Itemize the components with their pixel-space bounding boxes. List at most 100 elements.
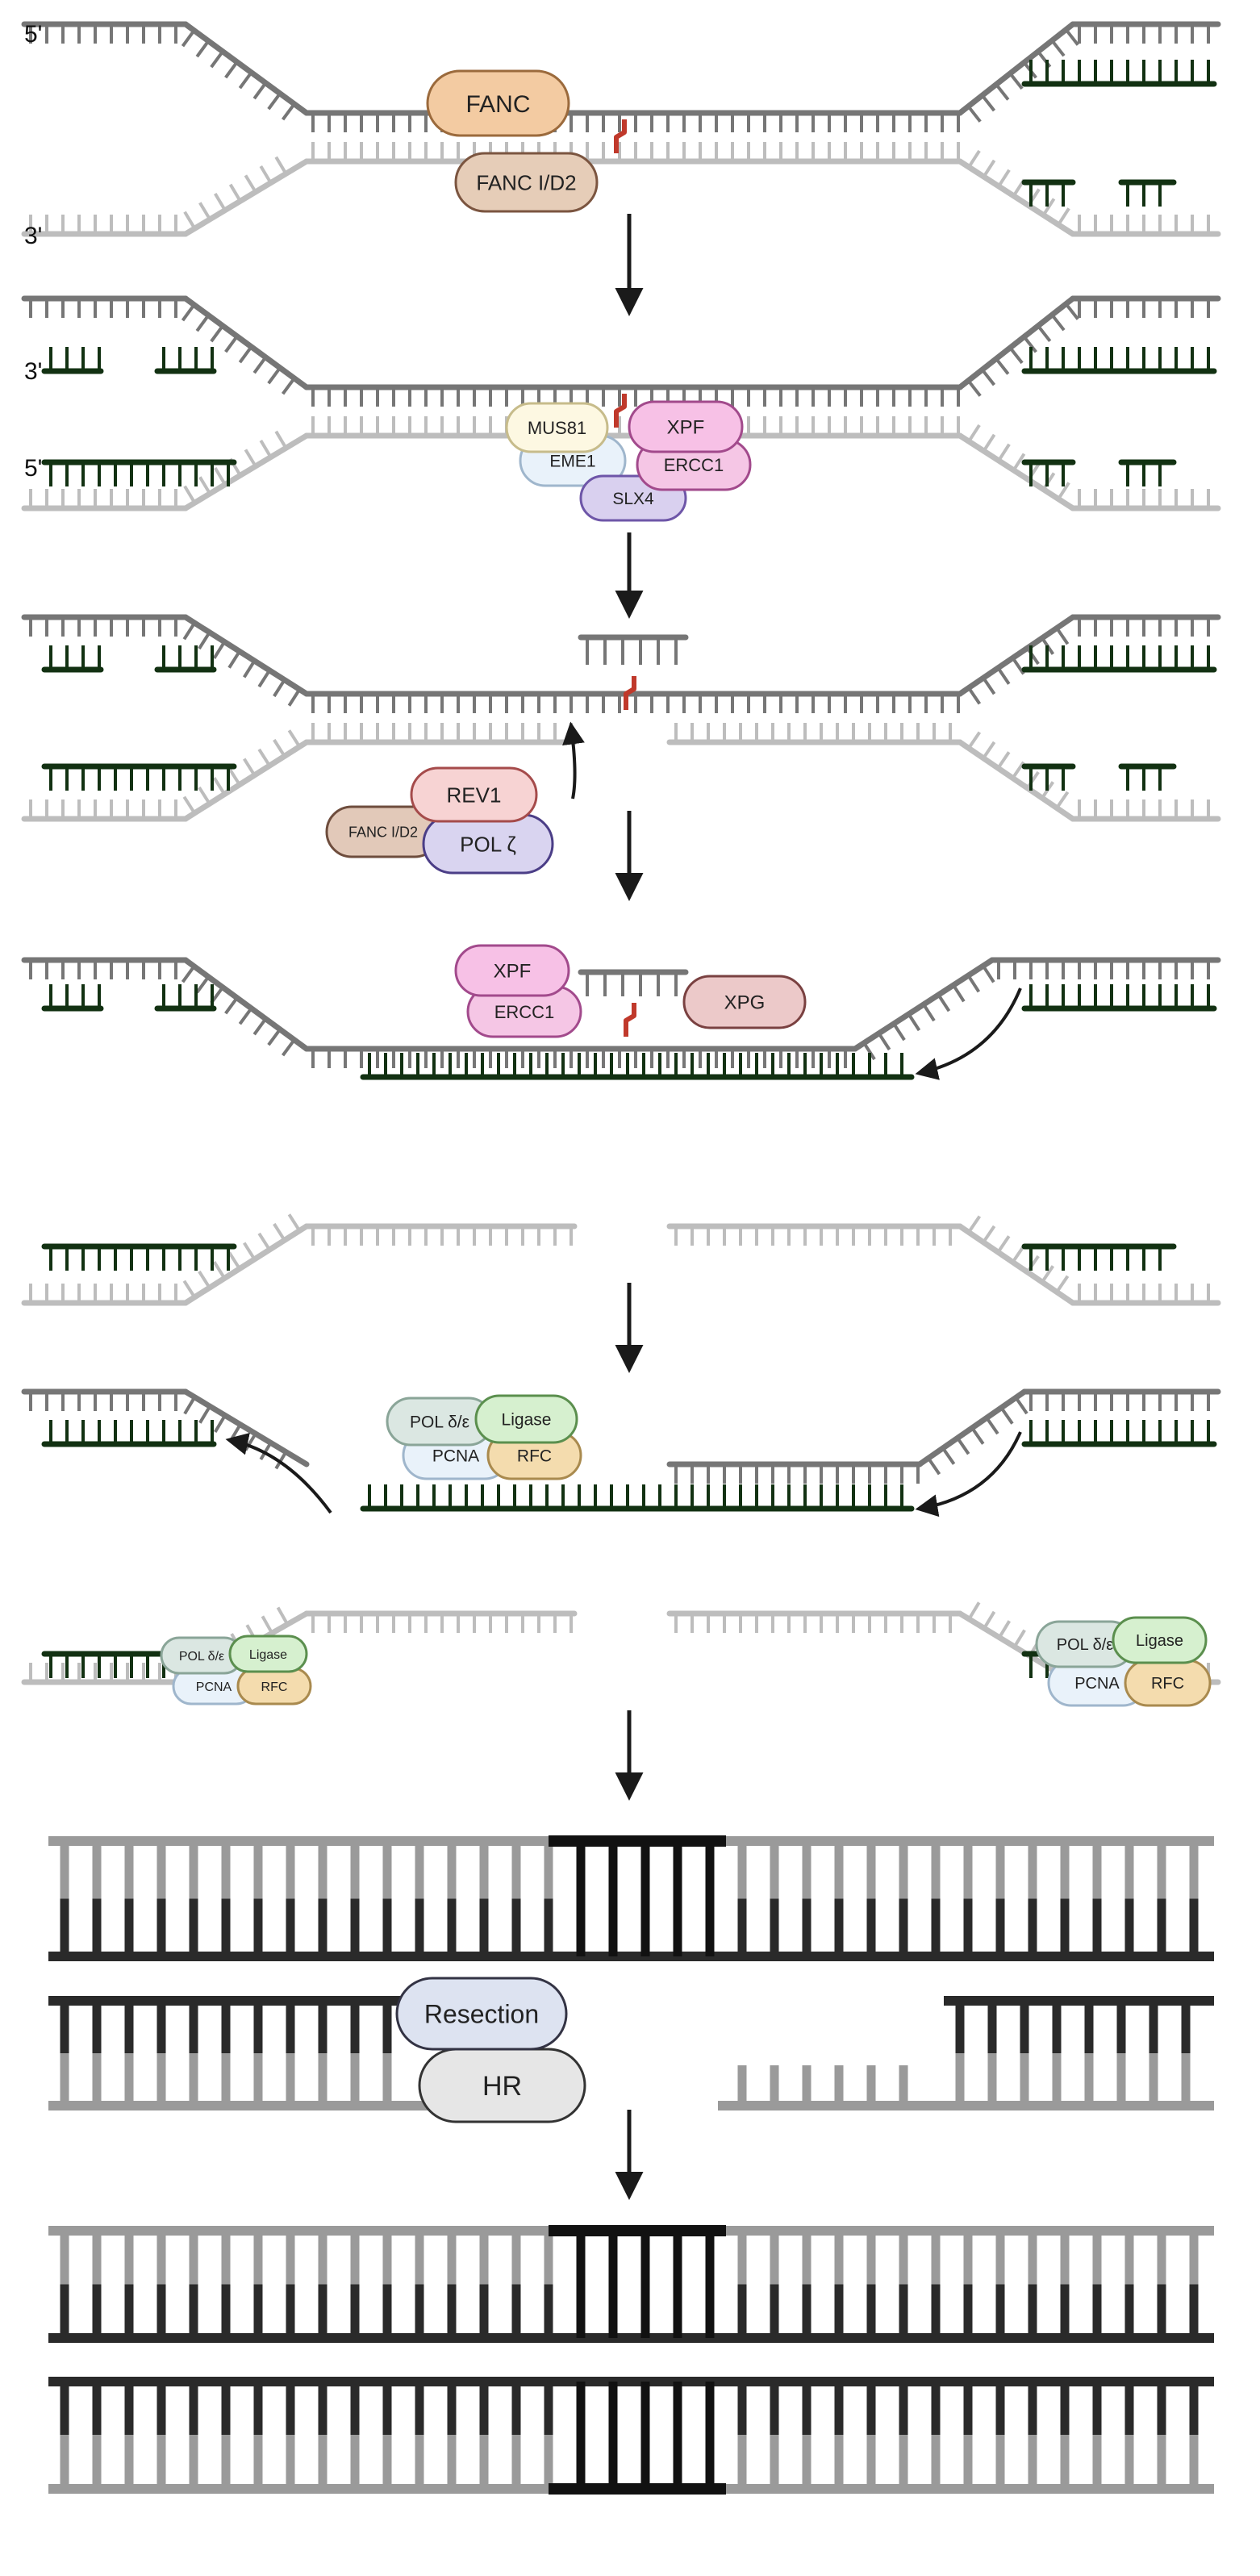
step-1-crosslink-recognition xyxy=(21,21,1221,237)
step2-nascent-bottom-right-b xyxy=(1118,459,1177,486)
step6-top-right-ticks xyxy=(1029,1392,1210,1411)
step2-top-strand-right-ticks xyxy=(1078,299,1210,318)
step6-nascent-extended xyxy=(360,1484,915,1512)
step5-left-arm-ticks xyxy=(182,1213,301,1298)
step4-nascent-top-left-b xyxy=(154,984,217,1012)
step4-nascent-top-left-a-ticks xyxy=(49,984,101,1008)
step1-bottom-strand-right-arm xyxy=(957,149,1076,237)
step2-crosslink xyxy=(614,394,627,428)
step3-bottom-strand-mid-left xyxy=(303,723,578,745)
step3-bottom-strand xyxy=(21,723,1221,822)
step7-left-ticks xyxy=(29,1663,177,1682)
step-2-unhooking-incision xyxy=(21,295,1221,511)
step3-top-strand-right-ticks xyxy=(1078,617,1210,637)
rfc-complex-step7-left-label: RFC xyxy=(261,1680,288,1694)
step5-nascent-left-ticks xyxy=(49,1246,230,1271)
step3-bottom-strand-right-arm-backbone xyxy=(957,739,1076,822)
step3-bottom-strand-right-arm-ticks xyxy=(967,731,1070,809)
step4-top-right-arm-ticks xyxy=(862,965,995,1061)
step1-bottom-strand-left-arm-ticks xyxy=(183,156,288,230)
step4-top-strand xyxy=(21,957,1221,1068)
final2-top-bases xyxy=(60,2382,1199,2435)
step4-top-mid xyxy=(303,1046,858,1068)
step-6-fork-reinitiation xyxy=(21,1388,1221,1518)
xpg-complex-shape xyxy=(682,975,807,1029)
step3-bottom-strand-right-ticks xyxy=(1078,800,1210,819)
step6-top-left xyxy=(21,1388,189,1411)
step1-top-strand-mid xyxy=(303,110,963,132)
step3-unhooked-fragment xyxy=(578,634,689,665)
step2-top-strand-right-arm xyxy=(957,295,1079,397)
step6-top-strand xyxy=(21,1388,1221,1484)
step1-nascent-top-right-ticks xyxy=(1029,60,1210,84)
step5-left-arm-backbone xyxy=(182,1223,310,1306)
step1-top-strand-left-ticks xyxy=(29,24,177,44)
step3-bottom-strand-left-arm xyxy=(182,729,310,822)
pcna-complex-step7-right-label: PCNA xyxy=(1074,1675,1120,1693)
broken-left-bottom-bases xyxy=(60,2053,392,2106)
xpf-complex-step2: XPF xyxy=(628,400,744,453)
step3-unhooked-fragment-ticks xyxy=(586,637,678,665)
step3-top-strand-right-arm xyxy=(957,614,1076,705)
step8-repaired-duplex-bottom-bases xyxy=(60,1898,1199,1956)
step1-bottom-strand-right-ticks xyxy=(1078,215,1210,234)
step4-top-left-ticks xyxy=(29,960,177,979)
final-duplex-1 xyxy=(48,2225,1214,2343)
pol-delta-epsilon-complex-step7-left: POL δ/ε xyxy=(160,1636,244,1675)
step3-bottom-strand-mid-left-ticks xyxy=(311,723,573,742)
step2-bottom-strand-left-arm-ticks xyxy=(183,430,288,504)
step1-bottom-strand-left-arm-backbone xyxy=(182,158,310,237)
step4-top-mid-ticks xyxy=(311,1049,847,1068)
broken-right-bottom-bases xyxy=(955,2053,1191,2106)
pol-delta-epsilon-complex-step7-left-label: POL δ/ε xyxy=(179,1650,224,1664)
five-prime-label-1: 5' xyxy=(24,21,42,48)
step3-top-strand-mid xyxy=(303,691,963,713)
step5-left xyxy=(21,1284,189,1306)
step5-mid-right-ticks xyxy=(674,1226,952,1246)
step8-repaired-duplex-top-bases xyxy=(60,1841,1199,1899)
step8-repaired-duplex-patch-bases xyxy=(576,1841,715,1956)
step6-right-arrow xyxy=(915,1431,1022,1518)
step4-top-right-arm xyxy=(852,957,995,1061)
step3-bottom-strand-right xyxy=(1070,800,1221,822)
step5-right-arm xyxy=(957,1215,1076,1306)
step2-top-strand-left-arm-backbone xyxy=(182,295,310,390)
step3-nascent-top-left-a-ticks xyxy=(49,645,101,670)
xpf-complex-step2-label: XPF xyxy=(667,417,705,439)
broken-left-top-bases xyxy=(60,2001,392,2053)
ligase-complex-step7-left-label: Ligase xyxy=(249,1648,287,1662)
fanc-complex: FANC xyxy=(426,69,570,137)
final-duplex-2 xyxy=(48,2377,1214,2495)
rfc-complex-step7-right: RFC xyxy=(1124,1659,1212,1707)
step1-nascent-bottom-right-b xyxy=(1118,179,1177,207)
step4-top-left-arm xyxy=(181,957,310,1057)
step4-top-left-arm-ticks xyxy=(181,965,296,1057)
step2-top-strand-left-arm xyxy=(181,295,310,395)
step7-mid-right xyxy=(666,1610,963,1633)
step2-top-strand-mid-ticks xyxy=(311,387,960,407)
step3-bottom-strand-left-arm-backbone xyxy=(182,739,310,822)
step1-top-strand-right xyxy=(1070,21,1221,44)
step4-nascent-top-right-ticks xyxy=(1029,984,1210,1008)
step4-nascent-top-right xyxy=(1021,984,1217,1012)
pol-zeta-complex-label: POL ζ xyxy=(460,832,516,856)
step2-nascent-bottom-left-ticks xyxy=(49,462,230,486)
pcna-complex-step7-left-label: PCNA xyxy=(196,1680,232,1694)
step5-light-strand xyxy=(21,1213,1221,1306)
step1-nascent-top-right xyxy=(1021,60,1217,87)
step3-nascent-bottom-right-a xyxy=(1021,763,1076,791)
step6-top-left-ticks xyxy=(29,1392,177,1411)
step-4-lesion-bypass xyxy=(21,957,1221,1080)
step3-nascent-bottom-right-b-ticks xyxy=(1126,766,1162,791)
step6-top-right-arm-ticks xyxy=(927,1397,1028,1476)
step3-top-strand-right xyxy=(1070,614,1221,637)
step8-repaired-duplex xyxy=(48,1835,1214,1961)
fanc-id2-complex-1-shape xyxy=(454,152,599,213)
final-duplex-1-bottom-bases xyxy=(60,2284,1199,2338)
step1-top-strand-left-arm-backbone xyxy=(182,21,310,116)
ligase-complex-step6: Ligase xyxy=(474,1394,578,1444)
fanc-id2-complex-2-label: FANC I/D2 xyxy=(348,824,418,840)
step4-nascent-top-left-b-ticks xyxy=(162,984,214,1008)
